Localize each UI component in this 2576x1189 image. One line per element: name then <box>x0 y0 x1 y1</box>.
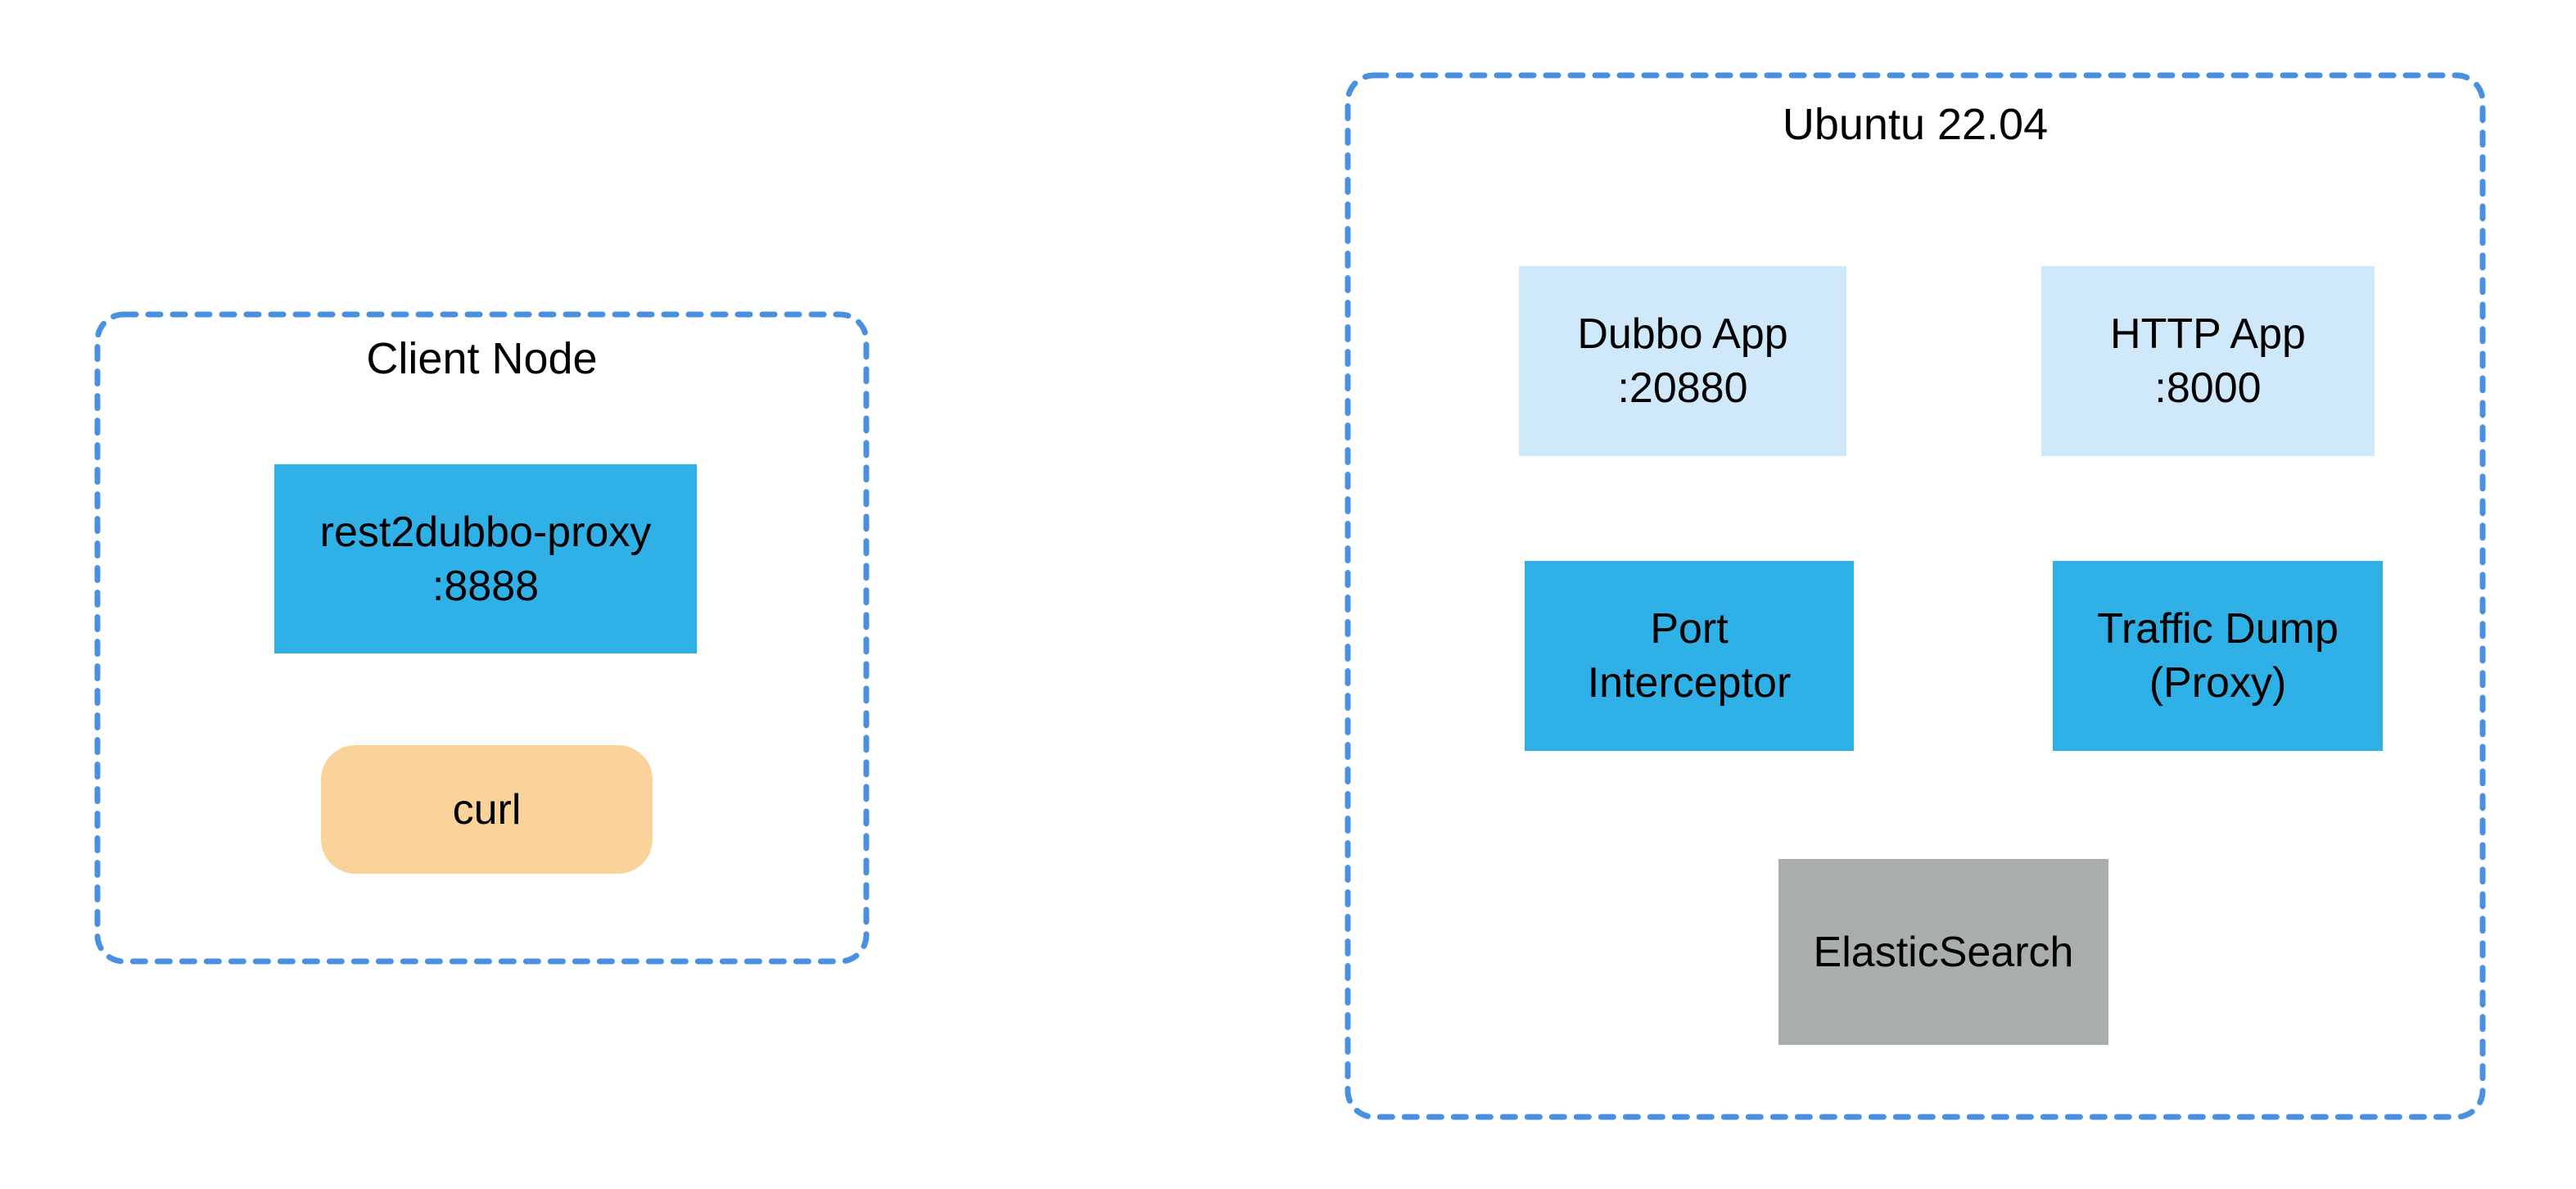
node-label-line: :8888 <box>432 562 540 610</box>
node-label-line: :20880 <box>1617 364 1748 412</box>
node-port-interceptor: Port Interceptor <box>1525 561 1854 751</box>
node-traffic-dump-proxy: Traffic Dump (Proxy) <box>2053 561 2383 751</box>
node-label-line: ElasticSearch <box>1813 928 2074 976</box>
node-label-line: rest2dubbo-proxy <box>319 508 652 556</box>
node-elasticsearch: ElasticSearch <box>1778 859 2108 1045</box>
group-title-client-node: Client Node <box>366 334 598 383</box>
node-rest2dubbo-proxy: rest2dubbo-proxy :8888 <box>274 464 697 653</box>
node-label-line: Dubbo App <box>1577 310 1788 358</box>
node-http-app: HTTP App :8000 <box>2041 266 2375 456</box>
node-label-line: HTTP App <box>2110 310 2306 358</box>
node-label-line: Traffic Dump <box>2097 605 2339 653</box>
node-label-line: curl <box>452 785 522 834</box>
group-ubuntu: Ubuntu 22.04 Dubbo App :20880 HTTP App :… <box>1344 72 2486 1120</box>
node-label-line: Interceptor <box>1587 659 1792 707</box>
node-label-line: (Proxy) <box>2149 659 2287 707</box>
node-dubbo-app: Dubbo App :20880 <box>1519 266 1846 456</box>
group-client-node: Client Node rest2dubbo-proxy :8888 curl <box>94 311 870 965</box>
group-title-ubuntu: Ubuntu 22.04 <box>1782 100 2049 149</box>
node-label-line: Port <box>1650 605 1729 653</box>
node-label-line: :8000 <box>2154 364 2262 412</box>
node-curl: curl <box>321 745 653 874</box>
